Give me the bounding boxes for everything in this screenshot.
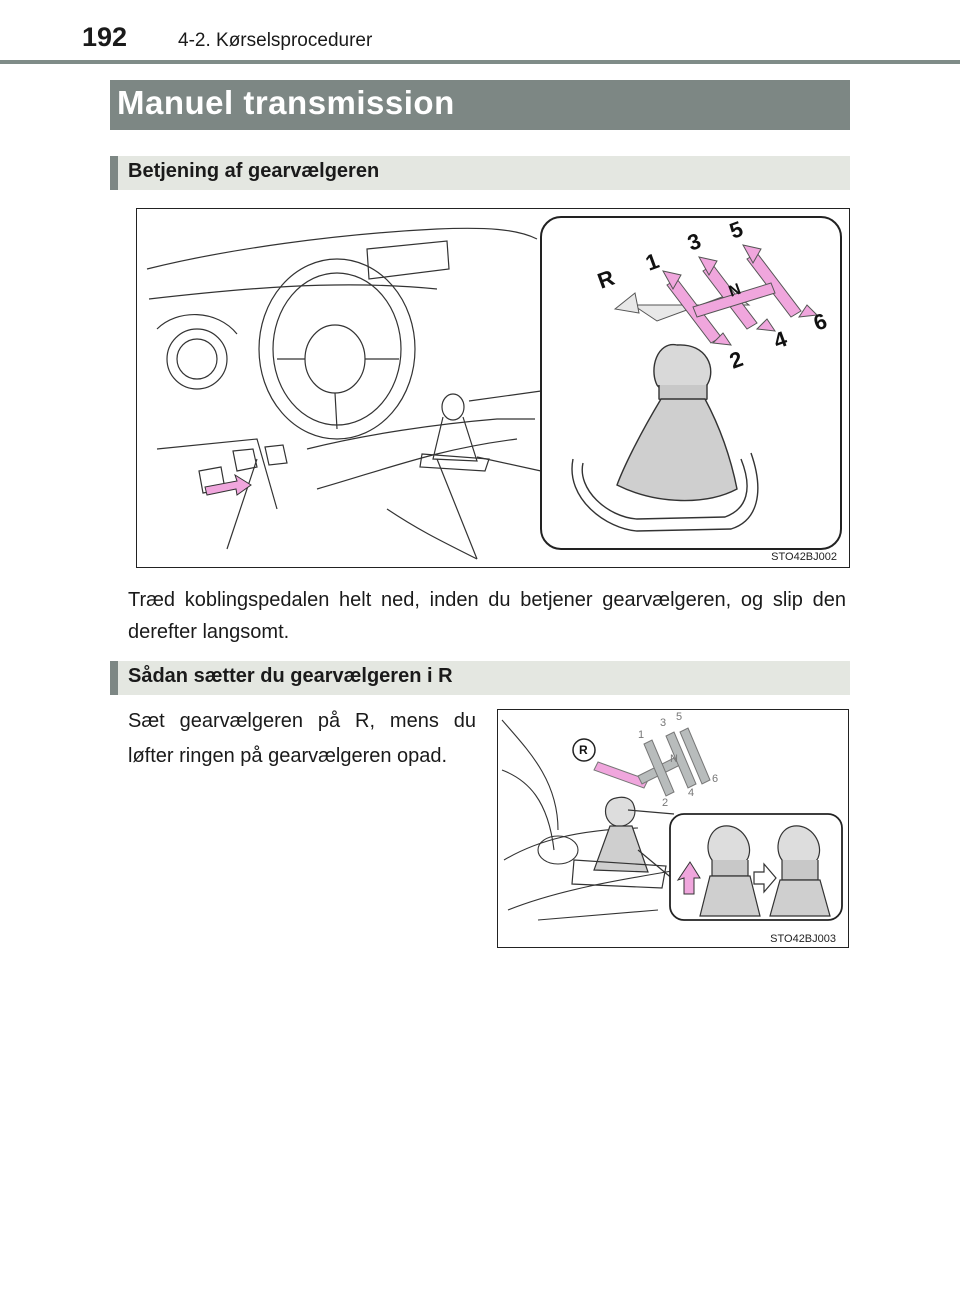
- gear-label-6-small: 6: [712, 773, 718, 785]
- figure-code-1: STO42BJ002: [771, 551, 837, 563]
- gear-label-n: N: [727, 281, 744, 301]
- subsection-heading-2: Sådan sætter du gearvælgeren i R: [110, 661, 850, 695]
- figure-gear-operation: R 1 2 3 4 5 6 N STO42BJ002: [136, 208, 850, 568]
- gear-label-1-small: 1: [638, 729, 644, 741]
- subsection-title-1: Betjening af gearvælgeren: [128, 160, 380, 182]
- gear-label-2-small: 2: [662, 797, 668, 809]
- page-number: 192: [82, 22, 128, 52]
- gear-label-3-small: 3: [660, 717, 666, 729]
- subsection-text-2: Sæt gearvælgeren på R, mens du løfter ri…: [128, 710, 476, 767]
- section-title: Manuel transmission: [117, 84, 455, 121]
- gear-label-r-small: R: [579, 743, 588, 757]
- subsection-text-1: Træd koblingspedalen helt ned, inden du …: [128, 589, 846, 643]
- subsection-title-2: Sådan sætter du gearvælgeren i R: [128, 665, 453, 687]
- heading-accent: [110, 156, 118, 190]
- figure-code-2: STO42BJ003: [770, 933, 836, 945]
- gear-label-4-small: 4: [688, 787, 694, 799]
- gear-label-n-small: N: [670, 753, 678, 765]
- heading-accent: [110, 661, 118, 695]
- chapter-title: 4-2. Kørselsprocedurer: [178, 30, 373, 51]
- section-title-bar: [110, 80, 850, 130]
- gear-label-5-small: 5: [676, 711, 682, 723]
- subsection-heading-1: Betjening af gearvælgeren: [110, 156, 850, 190]
- header-rule: [0, 60, 960, 64]
- figure-reverse-gear: R 1 2 3 4 5 6 N STO42BJ003: [497, 709, 849, 948]
